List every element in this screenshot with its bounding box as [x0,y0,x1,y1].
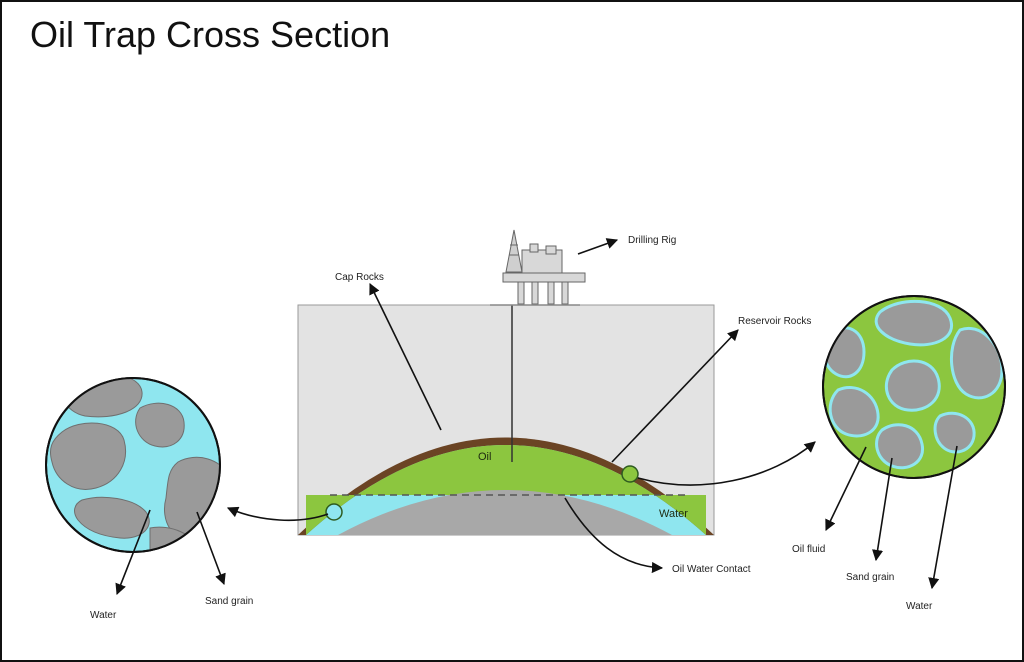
oil-layer [306,445,706,535]
page-title: Oil Trap Cross Section [30,14,391,55]
right-magnify-arrow [637,441,816,486]
oil-label: Oil [478,451,491,463]
sand-grain [74,496,150,539]
sand-grain [874,299,954,347]
sand-grain [828,386,880,438]
sand-grain [949,326,1004,400]
left-pore-magnification [45,377,221,553]
right-water-arrow [928,445,958,590]
right-oil-fluid-label: Oil fluid [792,544,825,555]
annotation-arrows [115,238,958,596]
reservoir-rocks-label: Reservoir Rocks [738,316,811,327]
left-water-arrow [115,509,151,596]
left-sample-point [325,503,343,521]
oil-water-contact-label: Oil Water Contact [672,564,751,575]
water-layer-label: Water [659,508,688,520]
sand-grain [875,423,925,470]
sand-grain [933,411,976,454]
cross-section-block: Oil Water [297,304,715,536]
right-sand-grain-arrow [872,457,893,562]
cap-rocks-arrow [369,282,442,431]
cap-rocks-label: Cap Rocks [335,272,384,283]
left-sand-grain-arrow [196,511,226,586]
left-magnify-arrow [226,506,329,521]
sand-grain [62,378,143,418]
left-water-label: Water [90,610,117,621]
right-water-label: Water [906,601,933,612]
oil-water-contact-arrow [564,497,664,574]
drilling-rig-arrow [577,238,619,255]
sand-grain [49,422,126,490]
right-sample-point [621,465,639,483]
rock-core [338,490,672,535]
reservoir-rocks-arrow [611,329,739,463]
right-pore-magnification [822,295,1006,479]
drilling-rig-label: Drilling Rig [628,235,676,246]
sand-grain [135,402,185,448]
drilling-rig-icon [490,229,586,306]
right-oil-fluid-arrow [825,446,867,532]
left-sand-grain-label: Sand grain [205,596,253,607]
sand-grain [885,359,941,412]
sand-grain [164,456,220,541]
right-sand-grain-label: Sand grain [846,572,894,583]
